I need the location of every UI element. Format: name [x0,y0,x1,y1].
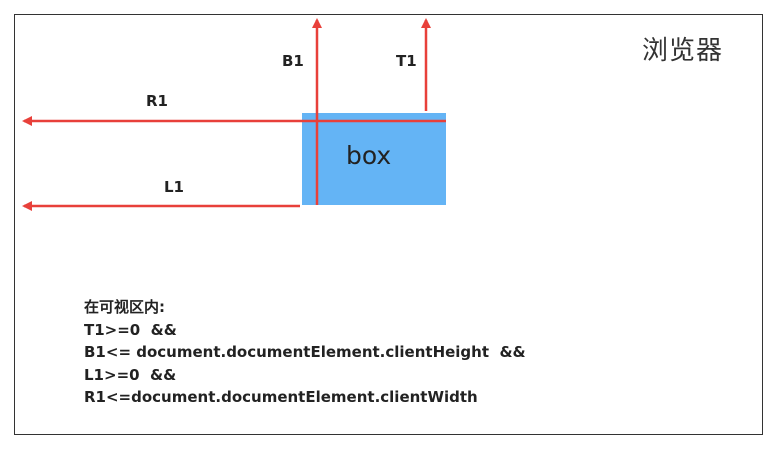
condition-r1: R1<=document.documentElement.clientWidth [84,388,478,406]
visibility-conditions: 在可视区内: T1>=0 && B1<= document.documentEl… [84,296,526,409]
box-element [302,113,446,205]
box-label: box [346,141,392,170]
condition-t1: T1>=0 && [84,320,177,339]
condition-l1: L1>=0 && [84,365,177,384]
r1-label: R1 [146,92,168,110]
browser-viewport-frame [14,14,763,435]
t1-label: T1 [396,52,417,70]
browser-label: 浏览器 [642,36,724,66]
conditions-title: 在可视区内: [84,298,165,316]
b1-label: B1 [282,52,304,70]
l1-label: L1 [164,178,184,196]
condition-b1: B1<= document.documentElement.clientHeig… [84,343,526,361]
